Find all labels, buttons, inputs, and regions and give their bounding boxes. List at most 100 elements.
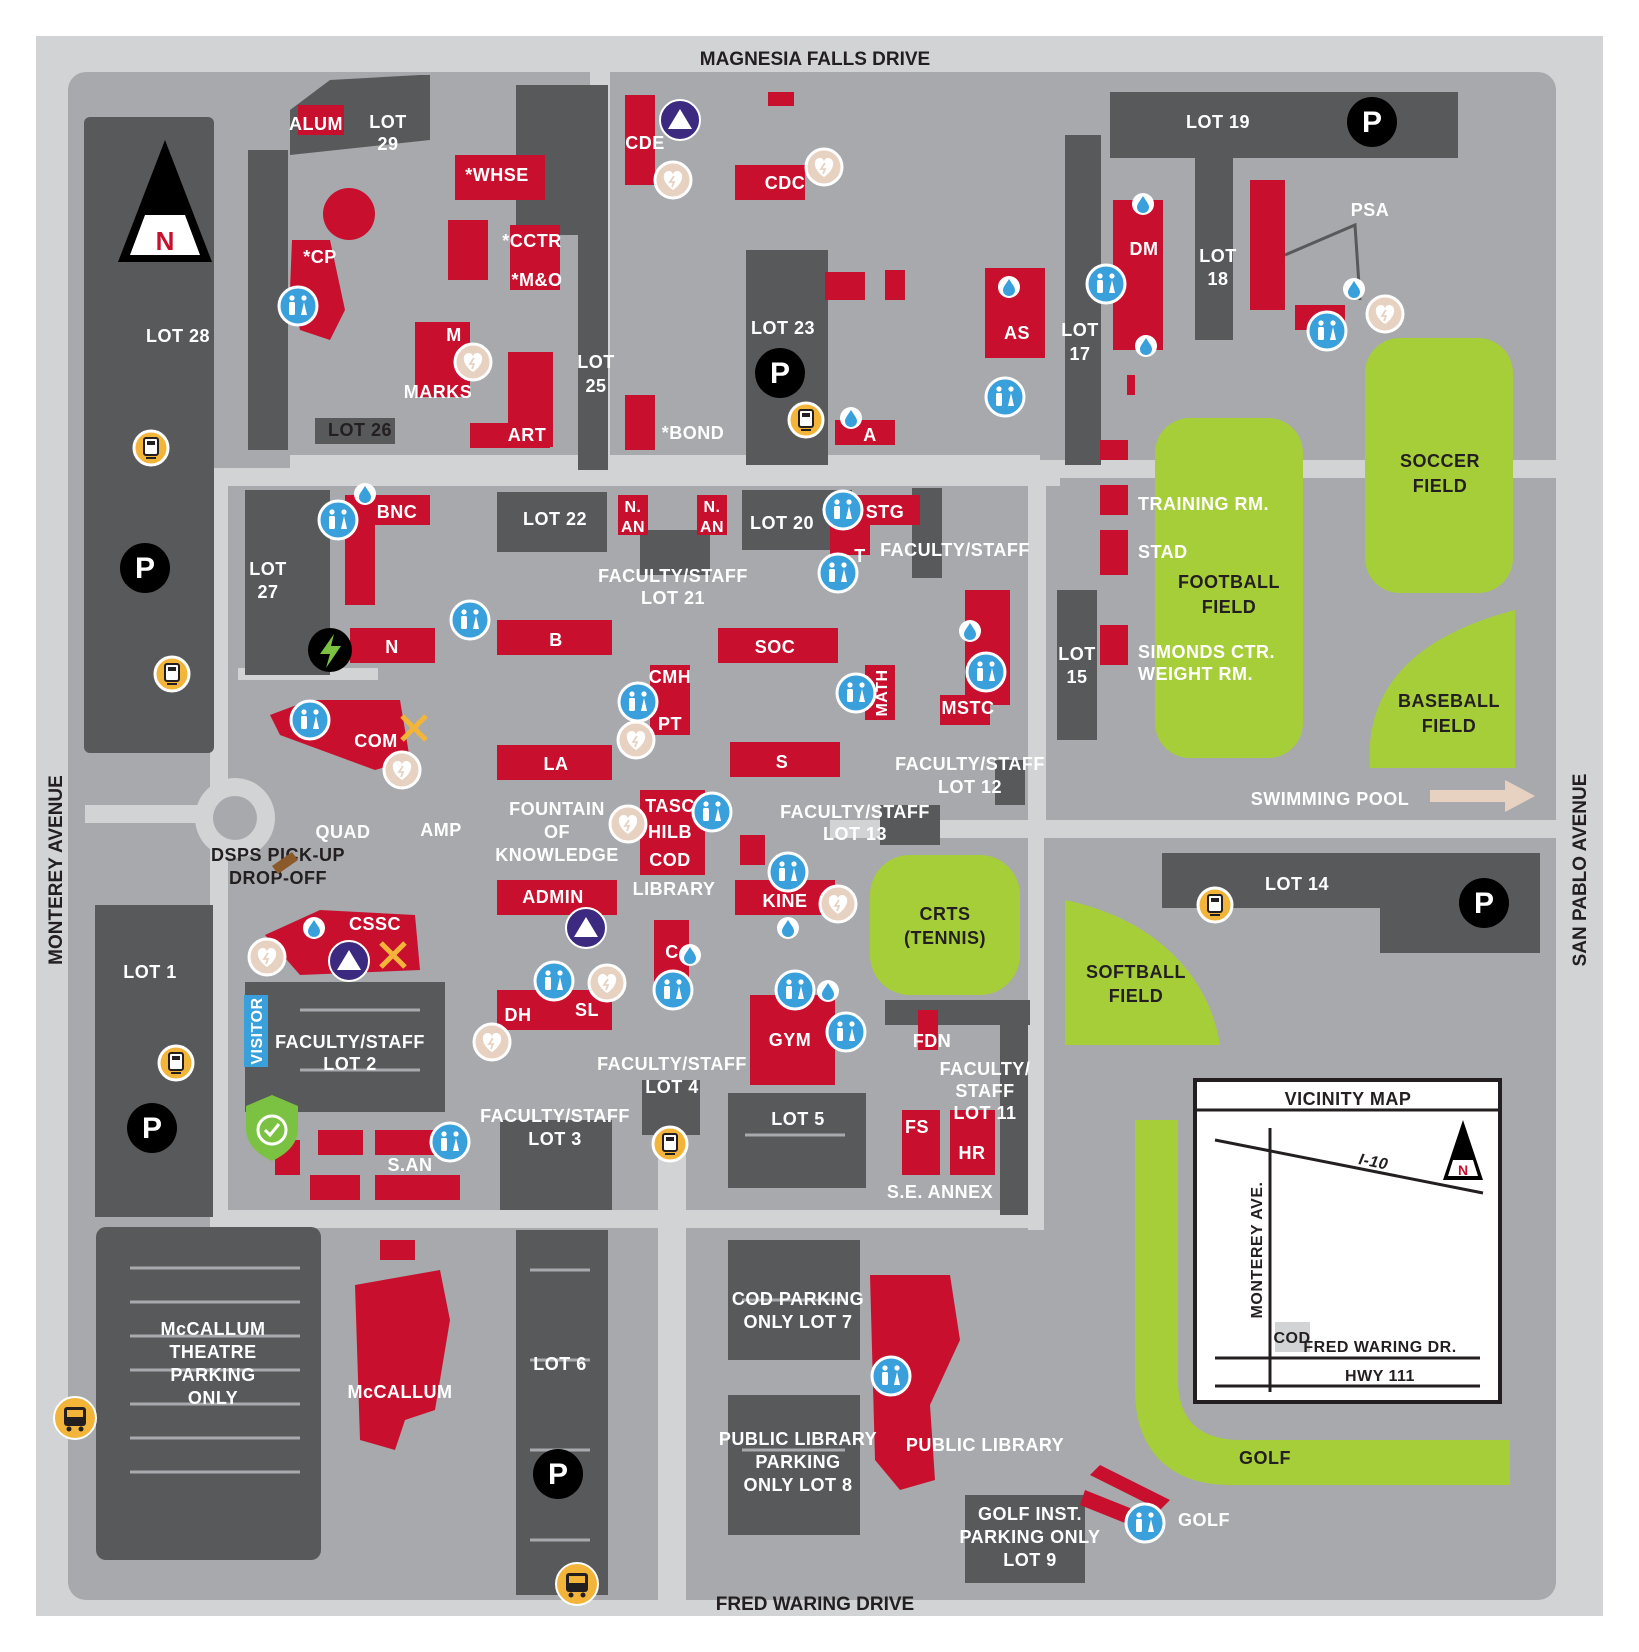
building-cp[interactable]: *CP (303, 247, 337, 267)
restroom-icon[interactable] (1124, 1502, 1166, 1544)
aed-icon[interactable] (1365, 294, 1405, 334)
building-m[interactable]: M (446, 325, 462, 345)
bus-stop-icon[interactable] (53, 1396, 97, 1440)
building-alum[interactable]: ALUM (289, 114, 343, 134)
aed-icon[interactable] (804, 147, 844, 187)
building-marks[interactable]: MARKS (404, 382, 473, 402)
parking-icon[interactable] (120, 543, 170, 593)
restroom-icon[interactable] (774, 969, 816, 1011)
restroom-icon[interactable] (277, 285, 319, 327)
restroom-icon[interactable] (822, 489, 864, 531)
parking-icon[interactable] (755, 348, 805, 398)
building-gym[interactable]: GYM (769, 1030, 812, 1050)
building-s[interactable]: S (776, 752, 789, 772)
assembly-area-icon[interactable] (565, 907, 607, 949)
building-nan-1-b[interactable]: AN (621, 519, 645, 536)
aed-icon[interactable] (453, 342, 493, 382)
water-fountain-icon[interactable] (1132, 193, 1154, 215)
restroom-icon[interactable] (817, 552, 859, 594)
building-com[interactable]: COM (354, 731, 398, 751)
building-a[interactable]: A (863, 425, 877, 445)
restroom-icon[interactable] (691, 791, 733, 833)
building-mstc[interactable]: MSTC (942, 698, 995, 718)
bus-stop-icon[interactable] (555, 1562, 599, 1606)
building-cde[interactable]: CDE (625, 133, 665, 153)
building-hilb[interactable]: HILB (648, 822, 692, 842)
building-math[interactable]: MATH (874, 669, 891, 716)
building-c[interactable]: C (665, 942, 679, 962)
emergency-phone-icon[interactable] (787, 401, 825, 439)
building-se-annex[interactable]: S.E. ANNEX (887, 1182, 993, 1202)
building-golf[interactable]: GOLF (1178, 1510, 1230, 1530)
aed-icon[interactable] (247, 937, 287, 977)
building-t[interactable]: T (854, 546, 866, 566)
building-fdn[interactable]: FDN (913, 1031, 952, 1051)
building-bnc[interactable]: BNC (377, 502, 418, 522)
building-kine[interactable]: KINE (762, 891, 807, 911)
water-fountain-icon[interactable] (817, 980, 839, 1002)
building-tasc[interactable]: TASC (645, 796, 695, 816)
parking-icon[interactable] (1347, 97, 1397, 147)
building-nan-2-b[interactable]: AN (700, 519, 724, 536)
restroom-icon[interactable] (835, 672, 877, 714)
building-b[interactable]: B (549, 630, 563, 650)
building-stg[interactable]: STG (866, 502, 905, 522)
building-fs[interactable]: FS (905, 1117, 929, 1137)
restroom-icon[interactable] (449, 599, 491, 641)
building-art[interactable]: ART (508, 425, 547, 445)
building-cod[interactable]: COD (649, 850, 691, 870)
water-fountain-icon[interactable] (354, 483, 376, 505)
building-nan-1[interactable]: N. (625, 499, 642, 516)
emergency-phone-icon[interactable] (1196, 886, 1234, 924)
building-cctr[interactable]: *CCTR (502, 231, 562, 251)
aed-icon[interactable] (616, 720, 656, 760)
restroom-icon[interactable] (617, 681, 659, 723)
restroom-icon[interactable] (767, 851, 809, 893)
emergency-phone-icon[interactable] (651, 1125, 689, 1163)
water-fountain-icon[interactable] (998, 276, 1020, 298)
aed-icon[interactable] (472, 1022, 512, 1062)
emergency-phone-icon[interactable] (153, 655, 191, 693)
restroom-icon[interactable] (289, 699, 331, 741)
water-fountain-icon[interactable] (959, 620, 981, 642)
aed-icon[interactable] (818, 884, 858, 924)
building-bond[interactable]: *BOND (662, 423, 725, 443)
restroom-icon[interactable] (984, 376, 1026, 418)
building-n[interactable]: N (385, 637, 399, 657)
restroom-icon[interactable] (825, 1011, 867, 1053)
building-san[interactable]: S.AN (387, 1155, 432, 1175)
building-nan-2[interactable]: N. (704, 499, 721, 516)
building-public-library[interactable]: PUBLIC LIBRARY (906, 1435, 1064, 1455)
building-cssc[interactable]: CSSC (349, 914, 401, 934)
ev-charging-icon[interactable] (308, 628, 352, 672)
water-fountain-icon[interactable] (1135, 335, 1157, 357)
parking-icon[interactable] (533, 1449, 583, 1499)
building-library[interactable]: LIBRARY (633, 879, 716, 899)
assembly-area-icon[interactable] (659, 99, 701, 141)
building-whse[interactable]: *WHSE (465, 165, 529, 185)
aed-icon[interactable] (608, 804, 648, 844)
parking-icon[interactable] (1459, 878, 1509, 928)
restroom-icon[interactable] (870, 1355, 912, 1397)
visitor-check-shield-icon[interactable] (246, 1095, 298, 1161)
restroom-icon[interactable] (652, 969, 694, 1011)
aed-icon[interactable] (587, 963, 627, 1003)
aed-icon[interactable] (382, 750, 422, 790)
building-as[interactable]: AS (1004, 323, 1030, 343)
restroom-icon[interactable] (317, 499, 359, 541)
water-fountain-icon[interactable] (840, 407, 862, 429)
building-psa[interactable]: PSA (1351, 200, 1390, 220)
building-hr[interactable]: HR (959, 1143, 986, 1163)
restroom-icon[interactable] (1306, 310, 1348, 352)
building-mccallum[interactable]: McCALLUM (348, 1382, 453, 1402)
building-soc[interactable]: SOC (755, 637, 796, 657)
building-la[interactable]: LA (544, 754, 569, 774)
restroom-icon[interactable] (965, 651, 1007, 693)
parking-icon[interactable] (127, 1103, 177, 1153)
assembly-area-icon[interactable] (328, 940, 370, 982)
water-fountain-icon[interactable] (303, 917, 325, 939)
water-fountain-icon[interactable] (777, 917, 799, 939)
building-mo[interactable]: *M&O (512, 270, 563, 290)
building-admin[interactable]: ADMIN (522, 887, 584, 907)
restroom-icon[interactable] (1085, 263, 1127, 305)
